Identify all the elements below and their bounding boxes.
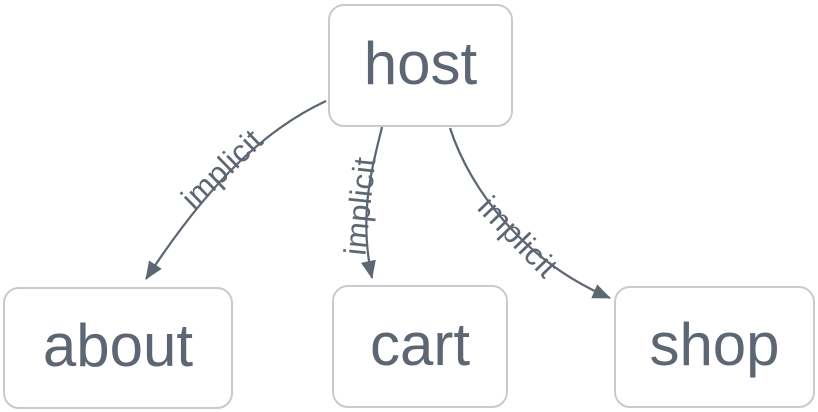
edge-host-about bbox=[145, 99, 327, 280]
edge-host-shop bbox=[448, 127, 611, 300]
node-shop: shop bbox=[614, 286, 815, 408]
node-host: host bbox=[328, 4, 513, 127]
node-about: about bbox=[3, 287, 233, 409]
node-cart: cart bbox=[332, 285, 508, 408]
edge-host-cart bbox=[361, 126, 384, 279]
edge-label-host-shop: implicit bbox=[471, 189, 565, 284]
node-label-shop: shop bbox=[649, 311, 780, 378]
edge-label-host-cart: implicit bbox=[337, 155, 382, 257]
edge-label-host-about: implicit bbox=[174, 122, 269, 216]
node-label-cart: cart bbox=[369, 310, 471, 378]
node-label-about: about bbox=[42, 312, 194, 379]
node-label-host: host bbox=[363, 29, 478, 97]
